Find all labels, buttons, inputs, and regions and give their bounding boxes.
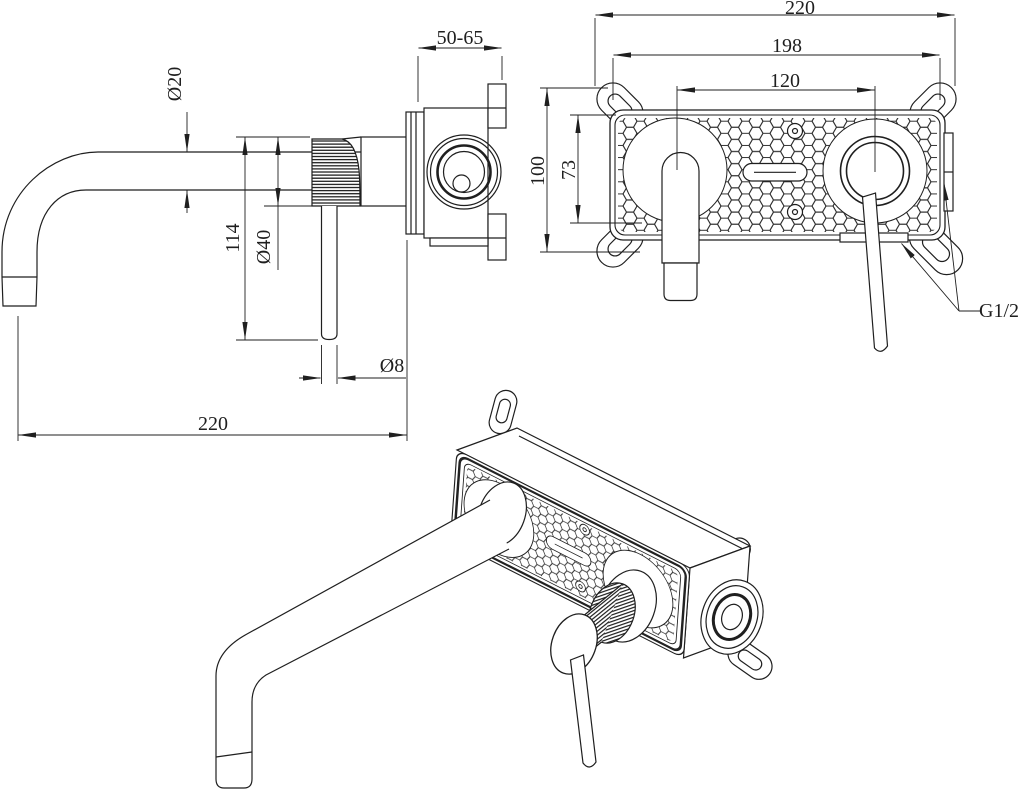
label-slot-spacing: 198 [772, 35, 802, 57]
persp-handle-knob [550, 582, 636, 675]
spout-tip [1, 276, 38, 307]
screw-hole-top [786, 122, 804, 140]
side-dimensions [17, 45, 503, 441]
side-view: Ø20 50-65 114 Ø40 Ø8 220 [1, 27, 507, 441]
persp-spout-tube [215, 499, 510, 789]
label-lever-diameter: Ø8 [380, 355, 404, 377]
persp-handle-lever [569, 654, 597, 768]
valve-port-circles [426, 134, 502, 210]
screw-hole-bottom [786, 203, 804, 221]
handle-boss [360, 136, 408, 207]
handle-knob [311, 138, 361, 207]
persp-screw-hole-top [579, 523, 590, 536]
mounting-tab-top [487, 83, 507, 129]
wall-flange [405, 111, 425, 235]
label-handle-drop: 114 [222, 223, 244, 252]
label-center-distance: 120 [770, 70, 800, 92]
dim-overall-width [594, 12, 956, 86]
thread-callout-leader [901, 182, 981, 312]
persp-center-slot [545, 535, 592, 567]
dim-body-height [570, 114, 642, 224]
label-wall-depth: 50-65 [437, 27, 484, 49]
dim-overall-height [540, 87, 640, 253]
dim-handle-drop [236, 136, 318, 341]
dim-lever-diameter [299, 345, 406, 384]
dim-slot-spacing [612, 52, 941, 100]
valve-body [423, 107, 489, 239]
dim-wall-depth [417, 45, 503, 102]
label-thread-size: G1/2 [979, 300, 1019, 322]
label-spout-diameter: Ø20 [164, 67, 186, 101]
handle-lever-rod [320, 206, 338, 341]
center-slot [742, 162, 808, 182]
front-handle-lever [861, 192, 889, 352]
dim-handle-diameter [264, 137, 312, 270]
persp-screw-hole-bottom [575, 580, 586, 593]
side-outlet-port [700, 579, 764, 655]
label-handle-diameter: Ø40 [253, 230, 275, 264]
label-overall-width: 220 [785, 0, 815, 19]
front-spout-tube [661, 151, 700, 302]
body-step [429, 237, 489, 247]
front-view: 220 198 120 100 73 G1/2 [527, 0, 1019, 352]
label-body-height: 73 [558, 160, 580, 180]
persp-ear-top-left [488, 389, 518, 435]
dim-center-distance [676, 86, 876, 172]
label-overall-height: 100 [527, 156, 549, 186]
front-dimensions [540, 12, 981, 312]
mounting-tab-bottom [487, 213, 507, 261]
perspective-view [215, 389, 773, 789]
dim-spout-reach [17, 240, 408, 441]
label-spout-reach: 220 [198, 413, 228, 435]
